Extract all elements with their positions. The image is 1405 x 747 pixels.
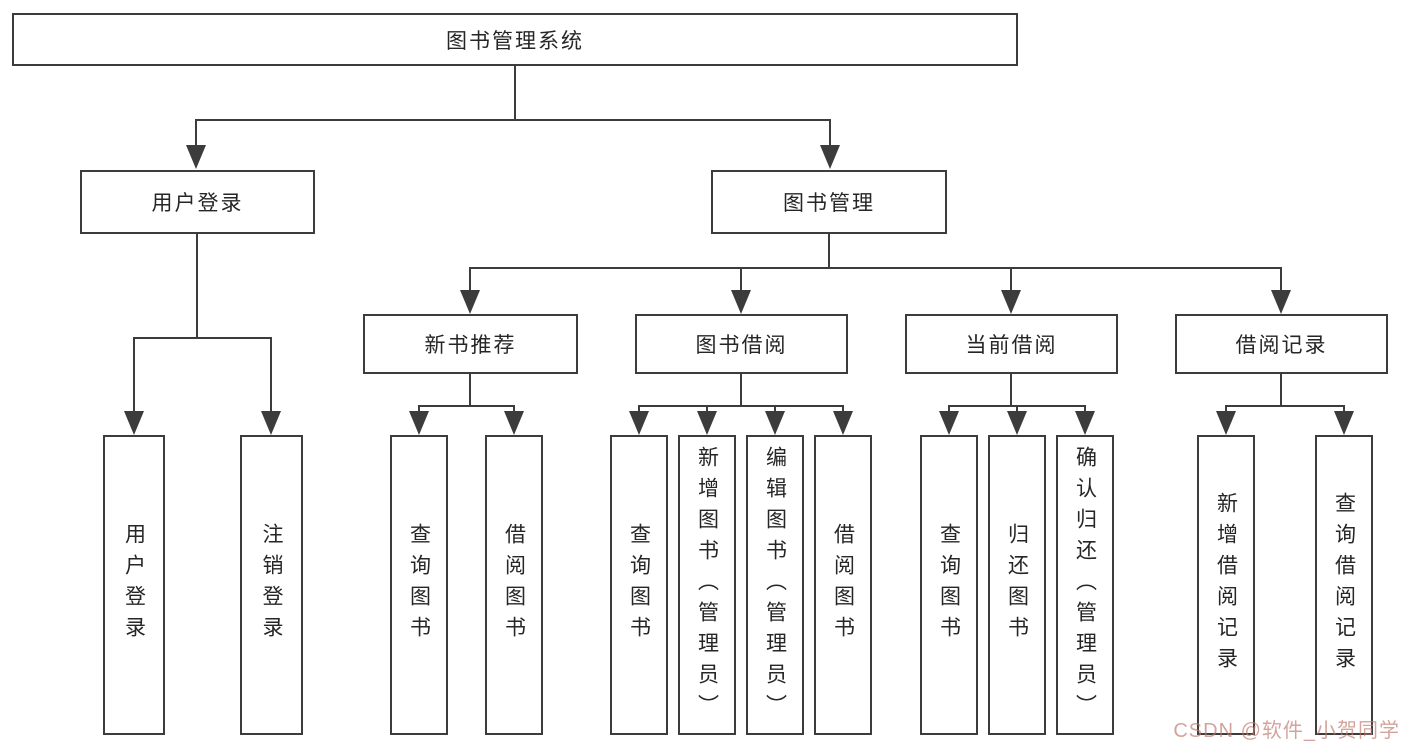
node-book-borrowing: 图书借阅 — [635, 314, 848, 374]
connector-arrow-stem-leaf-login — [133, 337, 135, 412]
connector-records-hline — [1225, 405, 1345, 407]
arrowhead-cb-return — [1007, 411, 1027, 435]
connector-arrow-stem-cb-confirm — [1084, 405, 1086, 413]
connector-current-stem — [1010, 372, 1012, 407]
connector-arrow-stem-nb-query — [418, 405, 420, 413]
leaf-borrowing-edit-books-admin-label: 编辑图书（管理员） — [763, 445, 787, 725]
leaf-recommend-query-books-label: 查询图书 — [407, 523, 431, 647]
leaf-borrowing-add-books-admin-label: 新增图书（管理员） — [695, 445, 719, 725]
arrowhead-newbook — [460, 290, 480, 314]
arrowhead-book-management — [820, 145, 840, 169]
leaf-borrowing-add-books-admin: 新增图书（管理员） — [678, 435, 736, 735]
connector-borrowing-stem — [740, 372, 742, 407]
node-user-login: 用户登录 — [80, 170, 315, 234]
arrowhead-rec-query — [1334, 411, 1354, 435]
connector-arrow-stem-leaf-logout — [270, 337, 272, 412]
node-borrowing-records-label: 借阅记录 — [1235, 334, 1328, 357]
node-book-borrowing-label: 图书借阅 — [695, 334, 788, 357]
connector-arrow-stem-book — [829, 119, 831, 147]
leaf-user-login: 用户登录 — [103, 435, 165, 735]
leaf-logout: 注销登录 — [240, 435, 303, 735]
leaf-current-return-books: 归还图书 — [988, 435, 1046, 735]
arrowhead-leaf-logout — [261, 411, 281, 435]
connector-arrow-stem-current — [1010, 267, 1012, 292]
arrowhead-bb-add — [697, 411, 717, 435]
connector-user-hline — [133, 337, 272, 339]
connector-arrow-stem-bb-add — [706, 405, 708, 413]
connector-arrow-stem-rec-query — [1343, 405, 1345, 413]
leaf-recommend-query-books: 查询图书 — [390, 435, 448, 735]
node-root-label: 图书管理系统 — [446, 29, 584, 53]
connector-arrow-stem-records — [1280, 267, 1282, 292]
arrowhead-bb-query — [629, 411, 649, 435]
connector-root-stem — [514, 64, 516, 121]
connector-book-stem — [828, 232, 830, 269]
leaf-logout-label: 注销登录 — [260, 523, 283, 647]
leaf-borrowing-query-books-label: 查询图书 — [627, 523, 651, 647]
arrowhead-borrowing — [731, 290, 751, 314]
leaf-recommend-borrow-books-label: 借阅图书 — [502, 523, 526, 647]
leaf-current-return-books-label: 归还图书 — [1005, 523, 1029, 647]
connector-arrow-stem-cb-query — [948, 405, 950, 413]
arrowhead-rec-add — [1216, 411, 1236, 435]
connector-arrow-stem-rec-add — [1225, 405, 1227, 413]
arrowhead-cb-query — [939, 411, 959, 435]
leaf-borrowing-borrow-books-label: 借阅图书 — [831, 523, 855, 647]
connector-newbook-stem — [469, 372, 471, 407]
node-book-management-label: 图书管理 — [783, 192, 875, 215]
node-root-library-system: 图书管理系统 — [12, 13, 1018, 66]
leaf-recommend-borrow-books: 借阅图书 — [485, 435, 543, 735]
node-new-book-recommendation-label: 新书推荐 — [424, 334, 517, 357]
leaf-records-query-record: 查询借阅记录 — [1315, 435, 1373, 735]
connector-arrow-stem-cb-return — [1016, 405, 1018, 413]
connector-user-stem — [196, 232, 198, 339]
leaf-records-add-record: 新增借阅记录 — [1197, 435, 1255, 735]
node-borrowing-records: 借阅记录 — [1175, 314, 1388, 374]
arrowhead-user-login — [186, 145, 206, 169]
connector-newbook-hline — [418, 405, 515, 407]
arrowhead-leaf-login — [124, 411, 144, 435]
connector-arrow-stem-bb-query — [638, 405, 640, 413]
connector-arrow-stem-borrowing — [740, 267, 742, 292]
csdn-watermark: CSDN @软件_小贺同学 — [1173, 720, 1400, 742]
connector-book-hline — [469, 267, 1282, 269]
arrowhead-records — [1271, 290, 1291, 314]
node-user-login-label: 用户登录 — [151, 192, 244, 215]
node-current-borrowing-label: 当前借阅 — [965, 334, 1058, 357]
arrowhead-bb-edit — [765, 411, 785, 435]
arrowhead-cb-confirm — [1075, 411, 1095, 435]
connector-arrow-stem-bb-edit — [774, 405, 776, 413]
node-current-borrowing: 当前借阅 — [905, 314, 1118, 374]
connector-root-hline — [195, 119, 831, 121]
leaf-borrowing-query-books: 查询图书 — [610, 435, 668, 735]
connector-arrow-stem-bb-borrow — [842, 405, 844, 413]
arrowhead-current — [1001, 290, 1021, 314]
leaf-records-query-record-label: 查询借阅记录 — [1332, 492, 1356, 678]
leaf-borrowing-edit-books-admin: 编辑图书（管理员） — [746, 435, 804, 735]
connector-arrow-stem-nb-borrow — [513, 405, 515, 413]
leaf-current-confirm-return-admin-label: 确认归还（管理员） — [1073, 445, 1097, 725]
connector-records-stem — [1280, 372, 1282, 407]
leaf-user-login-label: 用户登录 — [122, 523, 146, 647]
leaf-borrowing-borrow-books: 借阅图书 — [814, 435, 872, 735]
leaf-records-add-record-label: 新增借阅记录 — [1214, 492, 1238, 678]
connector-arrow-stem-newbook — [469, 267, 471, 292]
leaf-current-query-books-label: 查询图书 — [937, 523, 961, 647]
connector-arrow-stem-user — [195, 119, 197, 147]
node-new-book-recommendation: 新书推荐 — [363, 314, 578, 374]
node-book-management: 图书管理 — [711, 170, 947, 234]
connector-borrowing-hline — [638, 405, 844, 407]
arrowhead-bb-borrow — [833, 411, 853, 435]
leaf-current-confirm-return-admin: 确认归还（管理员） — [1056, 435, 1114, 735]
leaf-current-query-books: 查询图书 — [920, 435, 978, 735]
arrowhead-nb-borrow — [504, 411, 524, 435]
arrowhead-nb-query — [409, 411, 429, 435]
